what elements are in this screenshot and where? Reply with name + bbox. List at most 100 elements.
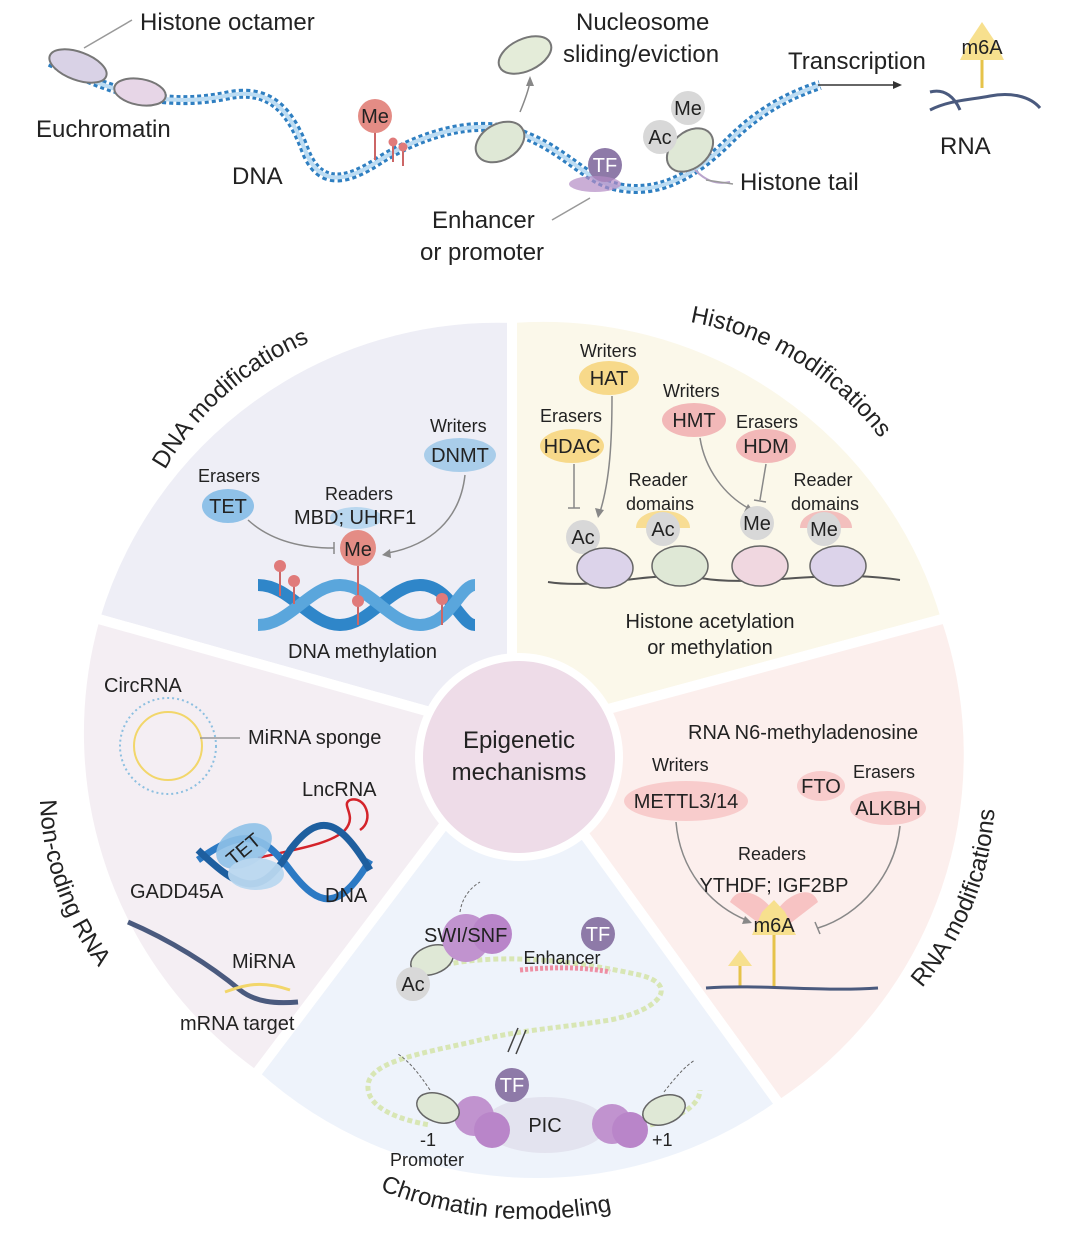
label-ythdf: YTHDF; IGF2BP <box>700 875 849 897</box>
label-mrna-target: mRNA target <box>180 1013 295 1035</box>
label-pic: PIC <box>528 1115 561 1137</box>
dnmt-arrow-head <box>382 549 391 558</box>
label-me-hist2: Me <box>810 519 838 541</box>
sector-histone-modifications <box>507 311 953 742</box>
label-gadd45a: GADD45A <box>130 881 224 903</box>
label-ac-hist2: Ac <box>651 519 674 541</box>
histone-nucleosomes <box>576 545 867 589</box>
enhancer-beads <box>569 176 621 192</box>
label-me-top: Me <box>361 106 389 128</box>
tet-pill <box>202 489 254 523</box>
dna-mod-content: Writers DNMT Erasers TET Readers MBD; UH… <box>198 416 496 663</box>
label-swisnf: SWI/SNF <box>424 925 507 947</box>
rna-strand <box>705 985 879 991</box>
hmt-pill <box>662 403 726 437</box>
mirna-strand <box>224 982 291 994</box>
rna-mod-content: RNA N6-methyladenosine Writers METTL3/14… <box>624 722 926 991</box>
nucleosome-3 <box>474 120 526 164</box>
tet-inhibit-line <box>247 519 335 549</box>
label-nucleosome-line1: Nucleosome <box>576 9 709 36</box>
label-hist-writers2: Writers <box>663 381 720 401</box>
label-ac-top: Ac <box>648 127 671 149</box>
label-dna-readers: Readers <box>325 484 393 504</box>
label-dna-writers: Writers <box>430 416 487 436</box>
hdac-pill <box>540 429 604 463</box>
remodeler-right2 <box>612 1112 648 1148</box>
tf-circle-top <box>588 148 622 182</box>
label-me-dna: Me <box>344 539 372 561</box>
label-tf-cr1: TF <box>586 924 610 946</box>
ac-circle-hist2 <box>646 512 680 546</box>
me-circle-top <box>358 99 392 133</box>
me-circle-top2 <box>671 91 705 125</box>
eviction-arrow-head <box>526 76 534 86</box>
me-circle-dna <box>340 530 376 566</box>
leader-histone-tail <box>705 179 734 185</box>
label-histone-octamer: Histone octamer <box>140 9 315 36</box>
hmt-arrow <box>699 437 749 509</box>
nucleosome-4 <box>665 127 715 173</box>
label-hist-erasers1: Erasers <box>540 406 602 426</box>
label-rna-subtitle: RNA N6-methyladenosine <box>688 722 918 744</box>
label-minus1: -1 <box>420 1130 436 1150</box>
hat-arrow-head <box>595 508 604 518</box>
label-or-promoter: or promoter <box>420 239 544 266</box>
sector-dna-modifications <box>88 312 517 742</box>
label-dna-methylation: DNA methylation <box>288 641 437 663</box>
label-transcription: Transcription <box>788 48 926 75</box>
center-circle <box>423 661 615 853</box>
hdm-inhibit-bar <box>753 499 767 503</box>
chromatin-content: SWI/SNF TF Enhancer Ac PIC TF -1 Promote… <box>365 881 703 1170</box>
label-hdac: HDAC <box>544 436 601 458</box>
tet-blob <box>216 823 272 869</box>
ac-circle-cr <box>396 967 430 1001</box>
nucleosome-1 <box>48 48 108 84</box>
label-dna-top: DNA <box>232 163 283 190</box>
label-dna-erasers: Erasers <box>198 466 260 486</box>
dnmt-arrow <box>387 474 466 554</box>
break-mark-1 <box>507 1027 519 1053</box>
enhancer-segment <box>519 965 611 975</box>
label-reader1-line2: domains <box>626 494 694 514</box>
label-mettl: METTL3/14 <box>634 791 738 813</box>
nucleosome-2 <box>113 77 167 107</box>
m6a-flag-rna <box>752 900 796 935</box>
label-me-hist1: Me <box>743 513 771 535</box>
label-mbd: MBD; UHRF1 <box>294 507 416 529</box>
lncrna-strand <box>257 798 369 860</box>
ncrna-content: CircRNA MiRNA sponge LncRNA TET GADD45A … <box>104 675 381 1035</box>
label-reader1-line1: Reader <box>628 470 687 490</box>
label-enhancer: Enhancer <box>432 207 535 234</box>
rna-strand-top <box>929 89 1042 112</box>
me-circle-hist2 <box>807 512 841 546</box>
label-promoter: Promoter <box>390 1150 464 1170</box>
label-hdm: HDM <box>743 436 789 458</box>
label-tet: TET <box>209 496 247 518</box>
me-circle-hist1 <box>740 506 774 540</box>
top-dna-fiber-inner <box>49 60 821 191</box>
label-fto: FTO <box>801 776 841 798</box>
label-ac-hist1: Ac <box>571 527 594 549</box>
label-euchromatin: Euchromatin <box>36 116 171 143</box>
label-histone-tail: Histone tail <box>740 169 859 196</box>
reader-pill-dna <box>330 507 382 529</box>
label-hist-erasers2: Erasers <box>736 412 798 432</box>
label-lncrna: LncRNA <box>302 779 377 801</box>
label-tf-cr2: TF <box>500 1075 524 1097</box>
hdm-pill <box>736 429 796 463</box>
label-hist-writers1: Writers <box>580 341 637 361</box>
ac-circle-top <box>643 120 677 154</box>
label-dnmt: DNMT <box>431 445 489 467</box>
center-line2: mechanisms <box>452 759 587 786</box>
sector-rna-modifications <box>503 611 974 1112</box>
label-hat: HAT <box>590 368 629 390</box>
label-ac-cr: Ac <box>401 974 424 996</box>
label-rna-top: RNA <box>940 133 991 160</box>
dna-helix <box>257 560 477 632</box>
label-m6a-rna: m6A <box>753 915 795 937</box>
label-enhancer-cr: Enhancer <box>523 948 600 968</box>
mettl-pill <box>624 781 748 821</box>
alkbh-pill <box>850 791 926 825</box>
